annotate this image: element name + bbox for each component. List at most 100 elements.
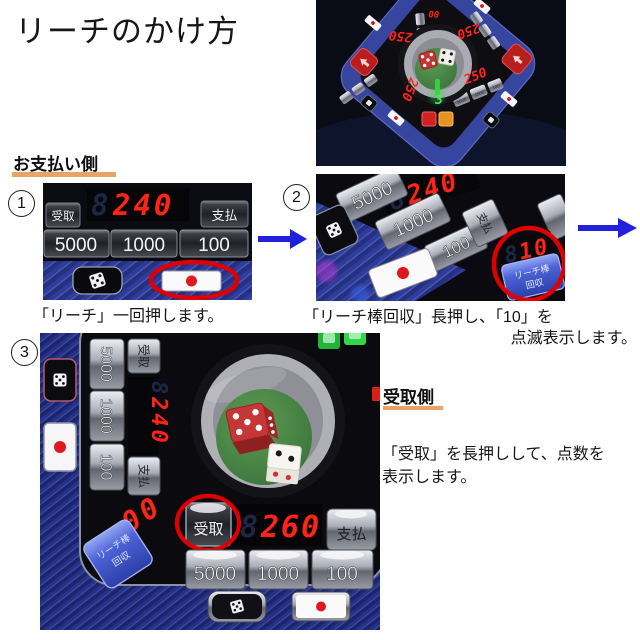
green-led: [318, 333, 366, 349]
step3-caption-line2: 表示します。: [382, 469, 477, 486]
receive-label: 受取: [52, 210, 75, 223]
receive-button: 受取: [185, 502, 232, 547]
chip-100-label: 100: [97, 454, 114, 481]
photo-step2: 8 240 5000 1000 100 支払: [316, 174, 565, 301]
white-die: [438, 48, 456, 66]
red-dot-icon: [397, 267, 409, 279]
collect-label-line2: 回収: [524, 276, 544, 291]
white-die: [265, 443, 302, 485]
chip-5000-button: 5000: [185, 549, 246, 590]
arrow-right-icon: [578, 218, 637, 238]
step-number: 3: [20, 343, 29, 361]
riichi-button: [387, 110, 405, 126]
chip-1000-button: 1000: [89, 390, 125, 442]
riichi-button: [291, 591, 351, 622]
led-ghost-digit: 8: [91, 188, 108, 222]
step1-caption: 「リーチ」一回押します。: [33, 308, 224, 325]
red-die: [225, 402, 279, 455]
green-led: 3: [429, 79, 445, 108]
chip-1000-button: 1000: [248, 549, 309, 590]
pay-button: 支払: [326, 508, 377, 551]
pay-side-heading: お支払い側: [13, 155, 98, 174]
score-display: 8 240: [87, 188, 189, 222]
step-number-badge-3: 3: [11, 339, 38, 366]
dice-icon: [53, 373, 67, 387]
dice-button: [316, 204, 359, 256]
riichi-stick-collect-button: リーチ棒 回収: [83, 519, 153, 589]
riichi-button: [161, 270, 222, 292]
riichi-button: [500, 91, 518, 107]
annotation-circle: [491, 225, 565, 301]
receive-label: 受取: [193, 521, 223, 538]
pay-button: 支払: [200, 200, 249, 228]
dice-icon: [230, 599, 244, 614]
led-display-240: 240: [112, 188, 174, 222]
dice-button: [482, 111, 500, 129]
chip-1000-label: 1000: [257, 564, 299, 585]
photo-step1: 8 240 受取 支払 5000 1000 100: [43, 183, 252, 300]
red-die: [418, 50, 438, 70]
receive-label: 受取: [137, 344, 151, 368]
dice-icon: [89, 272, 106, 289]
chip-5000-button: 5000: [89, 338, 125, 390]
red-led-partial: [372, 387, 380, 401]
red-dot-icon: [54, 441, 66, 453]
step2-caption-line1: 「リーチ棒回収」長押し、「10」を: [303, 309, 553, 326]
pay-label: 支払: [211, 208, 237, 223]
receive-button-side: 受取: [127, 338, 161, 374]
arrow-right-icon: [258, 229, 307, 249]
led-glow: [316, 260, 337, 282]
riichi-button: [364, 15, 382, 31]
score-display: 8 260: [236, 504, 322, 546]
chip-1000-button: 1000: [110, 229, 178, 258]
chip-100-button: 100: [89, 443, 125, 491]
chip-5000-button: 5000: [43, 229, 110, 258]
chip-buttons-left: [339, 74, 378, 104]
red-dot-icon: [316, 601, 326, 612]
chip-1000-label: 1000: [123, 235, 165, 256]
chip-5000-label: 5000: [456, 96, 468, 105]
riichi-button: [43, 422, 77, 472]
led-display-top: 00: [428, 8, 440, 19]
heading-underline: [383, 406, 443, 410]
step-number-badge-1: 1: [8, 190, 35, 217]
receive-side-heading: 受取側: [383, 388, 434, 407]
chip-5000-label: 5000: [97, 346, 114, 382]
panel-edge: [43, 258, 252, 261]
led-glow: [351, 285, 369, 301]
riichi-stick-collect-button: リーチ棒 回収: [501, 253, 565, 301]
annotation-circle: [148, 259, 240, 300]
red-arrow-button-left: [350, 48, 378, 76]
photo-step3: 5000 1000 100 受取 8 240 支払: [40, 333, 380, 630]
step-number: 2: [292, 188, 301, 206]
dice-button: [360, 94, 378, 112]
heading-underline: [12, 172, 116, 177]
led-display-260: 260: [260, 510, 321, 545]
photo-overview-table: 5000 1000 100 250 250 250 250 00: [316, 0, 566, 166]
riichi-button: [368, 248, 438, 298]
led-ghost-digit: 8: [146, 381, 171, 394]
led-display-240: 240: [146, 396, 171, 446]
step2-caption-line2: 点滅表示します。: [510, 330, 637, 347]
score-display-side: 8 240: [128, 377, 171, 455]
page-title: リーチのかけ方: [15, 14, 239, 49]
step-number-badge-2: 2: [283, 184, 310, 211]
green-led-digit: 3: [434, 93, 443, 108]
chip-100-button: 100: [311, 549, 374, 590]
receive-button: 受取: [45, 202, 81, 228]
red-button: [421, 111, 437, 127]
dice-button: [207, 590, 267, 623]
pay-label: 支払: [336, 526, 366, 543]
chip-buttons-right: [470, 11, 500, 50]
chip-1000-label: 1000: [474, 89, 486, 98]
chip-5000-label: 5000: [194, 564, 236, 585]
corner-button: [537, 193, 565, 241]
dice-icon: [326, 222, 342, 238]
chip-1000-label: 1000: [97, 398, 114, 434]
chip-100-button: 100: [179, 229, 249, 258]
orange-button: [438, 111, 454, 127]
dice-button: [72, 266, 123, 295]
step-number: 1: [17, 194, 26, 212]
red-arrow-button-right: [501, 43, 533, 75]
